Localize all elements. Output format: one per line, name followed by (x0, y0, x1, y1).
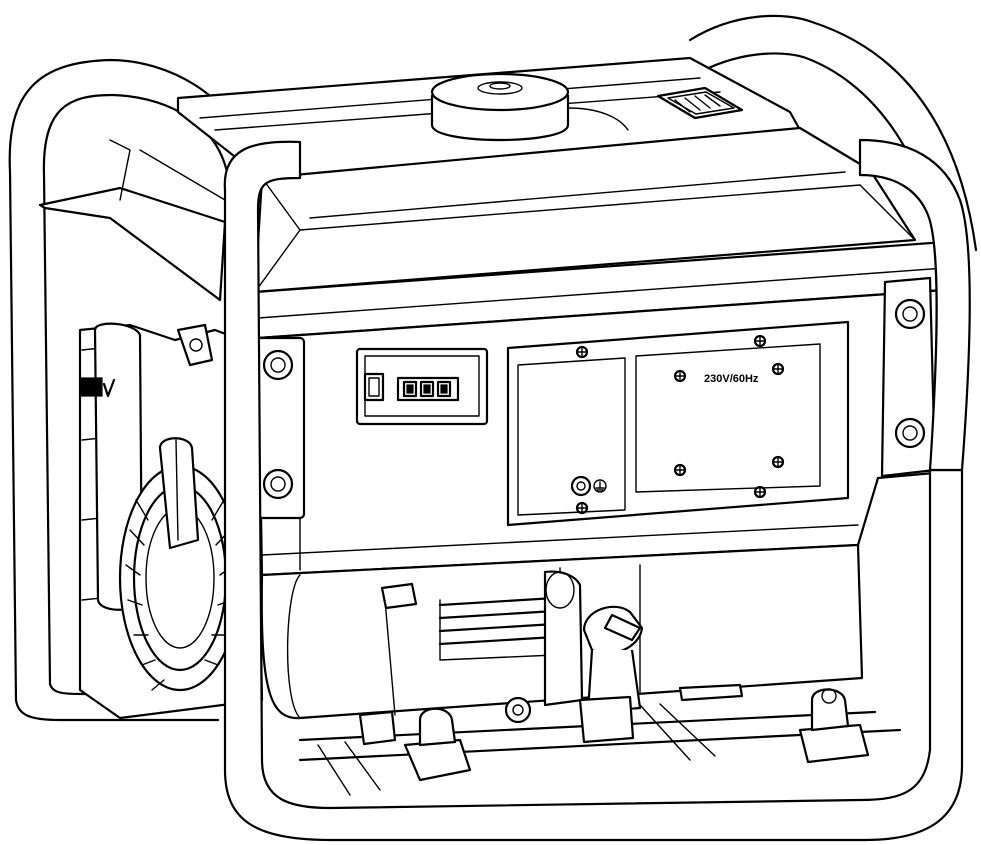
choke-lever[interactable] (176, 323, 214, 367)
fuel-valve-knob[interactable] (582, 605, 644, 714)
left-mount-bosses (254, 336, 306, 520)
panel-screws (575, 334, 785, 515)
fuel-cap (430, 72, 629, 142)
muffler-guard (38, 139, 227, 302)
rear-frame (8, 14, 978, 722)
rating-label: 230V/60Hz (704, 373, 759, 385)
right-mount-bosses (880, 276, 937, 478)
ground-terminal[interactable] (570, 475, 607, 497)
fuel-gauge (656, 86, 744, 120)
cooling-fins (438, 596, 557, 661)
alternator-end-cap (543, 570, 584, 707)
power-switch[interactable] (363, 372, 385, 402)
bracket-left (358, 582, 418, 746)
drain-bolt (504, 696, 532, 724)
foot-left (403, 707, 472, 782)
outlet-panel (506, 320, 850, 527)
front-frame (223, 138, 971, 842)
foot-right (798, 688, 870, 764)
mount-bracket-center (578, 695, 635, 744)
starter-handle[interactable] (158, 437, 200, 550)
breaker-block[interactable] (396, 376, 460, 402)
